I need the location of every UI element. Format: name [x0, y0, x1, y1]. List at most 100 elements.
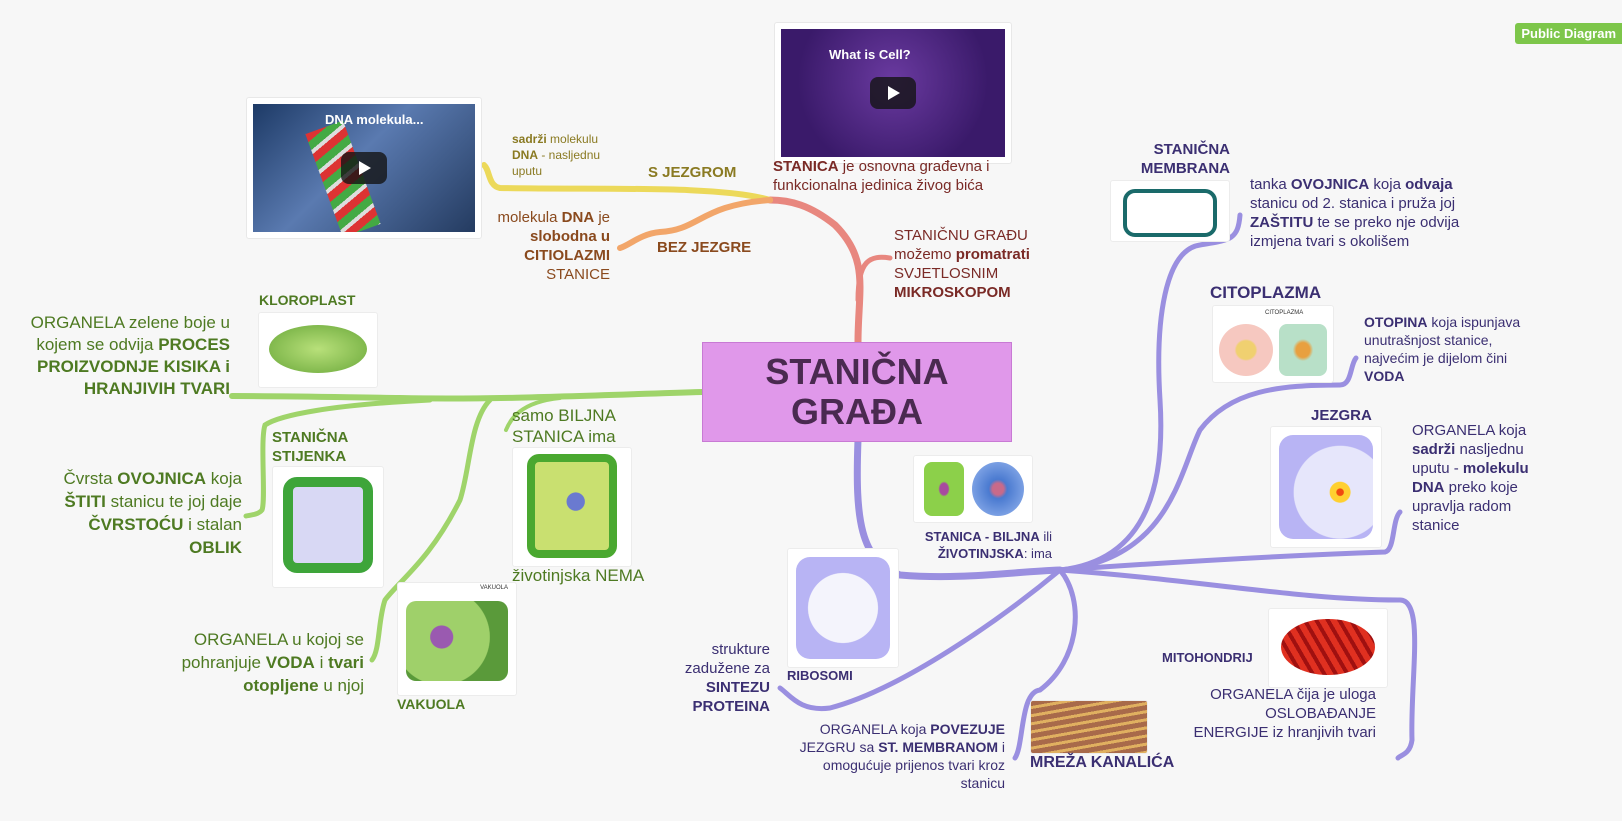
branch-purple-jezgra — [1057, 509, 1403, 573]
text-sadrzi-dna[interactable]: sadrži molekulu DNA - nasljednu uputu — [512, 131, 622, 179]
text-segment: koja — [206, 469, 242, 488]
text-segment: SVJETLOSNIM — [894, 265, 999, 282]
bold-text-segment: ŽIVOTINJSKA — [937, 546, 1024, 561]
video-dna[interactable]: DNA molekula... — [246, 97, 482, 239]
central-topic-line2: GRAĐA — [790, 391, 923, 432]
text-ribosomi-opis[interactable]: strukture zadužene za SINTEZU PROTEINA — [670, 640, 770, 716]
bold-text-segment: PROCES PROIZVODNJE KISIKA i HRANJIVIH TV… — [36, 335, 230, 398]
text-segment: molekula — [497, 209, 562, 226]
branch-purple-ribosomi — [777, 567, 1063, 712]
branch-red-microscope — [855, 254, 893, 303]
text-segment: je osnovna građevna i funkcionalna jedin… — [773, 158, 990, 194]
text-segment: samo BILJNA STANICA ima — [512, 406, 616, 446]
text-mikroskop[interactable]: STANIČNU GRAĐU možemo promatrati SVJETLO… — [894, 226, 1044, 302]
text-stanica-definicija[interactable]: STANICA je osnovna građevna i funkcional… — [773, 157, 1013, 195]
branch-orange — [617, 197, 773, 251]
text-segment: STANICE — [546, 266, 610, 283]
text-segment: ORGANELA koja — [819, 721, 931, 737]
bold-text-segment: ŠTITI — [64, 492, 106, 511]
bold-text-segment: VODA — [265, 653, 315, 672]
text-segment: - nasljednu uputu — [512, 148, 601, 178]
text-citoplazma-opis[interactable]: OTOPINA koja ispunjava unutrašnjost stan… — [1364, 313, 1544, 385]
label-bez-jezgre[interactable]: BEZ JEZGRE — [657, 239, 752, 256]
branch-green-main — [229, 389, 705, 402]
citoplazma-image-caption: CITOPLAZMA — [1265, 310, 1304, 316]
label-vakuola[interactable]: VAKUOLA — [397, 696, 466, 712]
bold-text-segment: POVEZUJE — [930, 721, 1005, 737]
bold-text-segment: slobodna u CITIOLAZMI — [524, 228, 610, 264]
bold-text-segment: tvari otopljene — [243, 653, 364, 695]
public-diagram-badge[interactable]: Public Diagram — [1515, 23, 1622, 44]
label-stanicna-membrana[interactable]: STANIČNA MEMBRANA — [1140, 141, 1230, 177]
jezgra-image — [1270, 426, 1382, 548]
text-mitohondrij-opis[interactable]: ORGANELA čija je uloga OSLOBAĐANJE ENERG… — [1190, 685, 1376, 742]
youtube-play-icon[interactable] — [870, 77, 916, 109]
biljna-stanica-image — [512, 447, 632, 567]
label-jezgra[interactable]: JEZGRA — [1311, 407, 1372, 424]
ribosomi-image — [787, 548, 899, 668]
text-segment: nasljednu uputu - — [1412, 441, 1524, 477]
text-segment: Čvrsta — [63, 469, 118, 488]
bold-text-segment: ST. MEMBRANOM — [878, 739, 998, 755]
label-mitohondrij[interactable]: MITOHONDRIJ — [1162, 650, 1253, 665]
bold-text-segment: MIKROSKOPOM — [894, 284, 1011, 301]
text-samo-biljna[interactable]: samo BILJNA STANICA ima — [512, 405, 642, 447]
text-vakuola-opis[interactable]: ORGANELA u kojoj se pohranjuje VODA i tv… — [150, 628, 364, 697]
branch-purple-membrana — [1057, 212, 1243, 573]
text-membrana-opis[interactable]: tanka OVOJNICA koja odvaja stanicu od 2.… — [1250, 175, 1490, 251]
branch-purple-main — [853, 436, 1064, 581]
text-jezgra-opis[interactable]: ORGANELA koja sadrži nasljednu uputu - m… — [1412, 421, 1552, 535]
text-biljna-zivotinjska[interactable]: STANICA - BILJNA ili ŽIVOTINJSKA: ima — [880, 528, 1052, 562]
vakuola-image: VAKUOLA — [397, 582, 517, 696]
video-title: What is Cell? — [829, 47, 911, 62]
bold-text-segment: ČVRSTOĆU — [88, 515, 184, 534]
text-segment: i stalan — [183, 515, 242, 534]
branch-purple-mreza — [1012, 567, 1078, 761]
text-segment: JEZGRU sa — [799, 739, 879, 755]
text-segment: je — [594, 209, 610, 226]
text-segment: molekulu — [546, 132, 599, 146]
text-mreza-opis[interactable]: ORGANELA koja POVEZUJE JEZGRU sa ST. MEM… — [780, 720, 1005, 792]
text-segment: u njoj — [318, 676, 364, 695]
bold-text-segment: sadrži — [512, 132, 547, 146]
text-stijenka-opis[interactable]: Čvrsta OVOJNICA koja ŠTITI stanicu te jo… — [40, 467, 242, 559]
label-kloroplast[interactable]: KLOROPLAST — [259, 292, 356, 308]
text-segment: preko koje upravlja radom stanice — [1412, 479, 1518, 534]
text-segment: ORGANELA čija je uloga OSLOBAĐANJE ENERG… — [1193, 686, 1376, 741]
label-s-jezgrom[interactable]: S JEZGROM — [648, 164, 737, 181]
stanica-biljna-zivotinjska-image — [913, 455, 1033, 523]
label-citoplazma[interactable]: CITOPLAZMA — [1210, 283, 1322, 302]
video-what-is-cell[interactable]: What is Cell? — [774, 22, 1012, 164]
bold-text-segment: OBLIK — [189, 538, 242, 557]
youtube-play-icon[interactable] — [341, 152, 387, 184]
text-segment: STANIČNU GRAĐU možemo — [894, 227, 1028, 263]
text-kloroplast-opis[interactable]: ORGANELA zelene boje u kojem se odvija P… — [2, 312, 230, 400]
text-segment: ORGANELA koja — [1412, 422, 1527, 439]
label-stanicna-stijenka[interactable]: STANIČNA STIJENKA — [272, 429, 348, 465]
branch-green-biljna — [504, 396, 562, 432]
text-segment: životinjska NEMA — [512, 566, 645, 585]
text-segment: ili — [1039, 529, 1052, 544]
text-dna-slobodna[interactable]: molekula DNA je slobodna u CITIOLAZMI ST… — [480, 208, 610, 284]
kloroplast-image — [258, 312, 378, 388]
stanicna-stijenka-image — [272, 466, 384, 588]
branch-red — [766, 196, 864, 346]
label-mreza-kanalica[interactable]: MREŽA KANALIĆA — [1030, 754, 1175, 771]
text-segment: ORGANELA u kojoj se pohranjuje — [181, 630, 364, 672]
text-segment: i — [314, 653, 329, 672]
bold-text-segment: OTOPINA — [1364, 314, 1428, 330]
text-segment: koja — [1369, 176, 1406, 193]
text-segment: stanicu te joj daje — [105, 492, 242, 511]
bold-text-segment: OVOJNICA — [117, 469, 207, 488]
label-ribosomi[interactable]: RIBOSOMI — [787, 668, 853, 683]
text-segment: : ima — [1023, 546, 1052, 561]
bold-text-segment: OVOJNICA — [1290, 176, 1370, 193]
video-title: DNA molekula... — [325, 112, 424, 127]
text-segment: ORGANELA zelene boje u kojem se odvija — [30, 313, 230, 354]
vakuola-image-caption: VAKUOLA — [480, 585, 508, 591]
text-segment: i omogućuje prijenos tvari kroz stanicu — [822, 739, 1005, 791]
text-zivotinjska-nema[interactable]: životinjska NEMA — [512, 566, 672, 585]
text-segment: koja ispunjava unutrašnjost stanice, naj… — [1364, 314, 1521, 366]
